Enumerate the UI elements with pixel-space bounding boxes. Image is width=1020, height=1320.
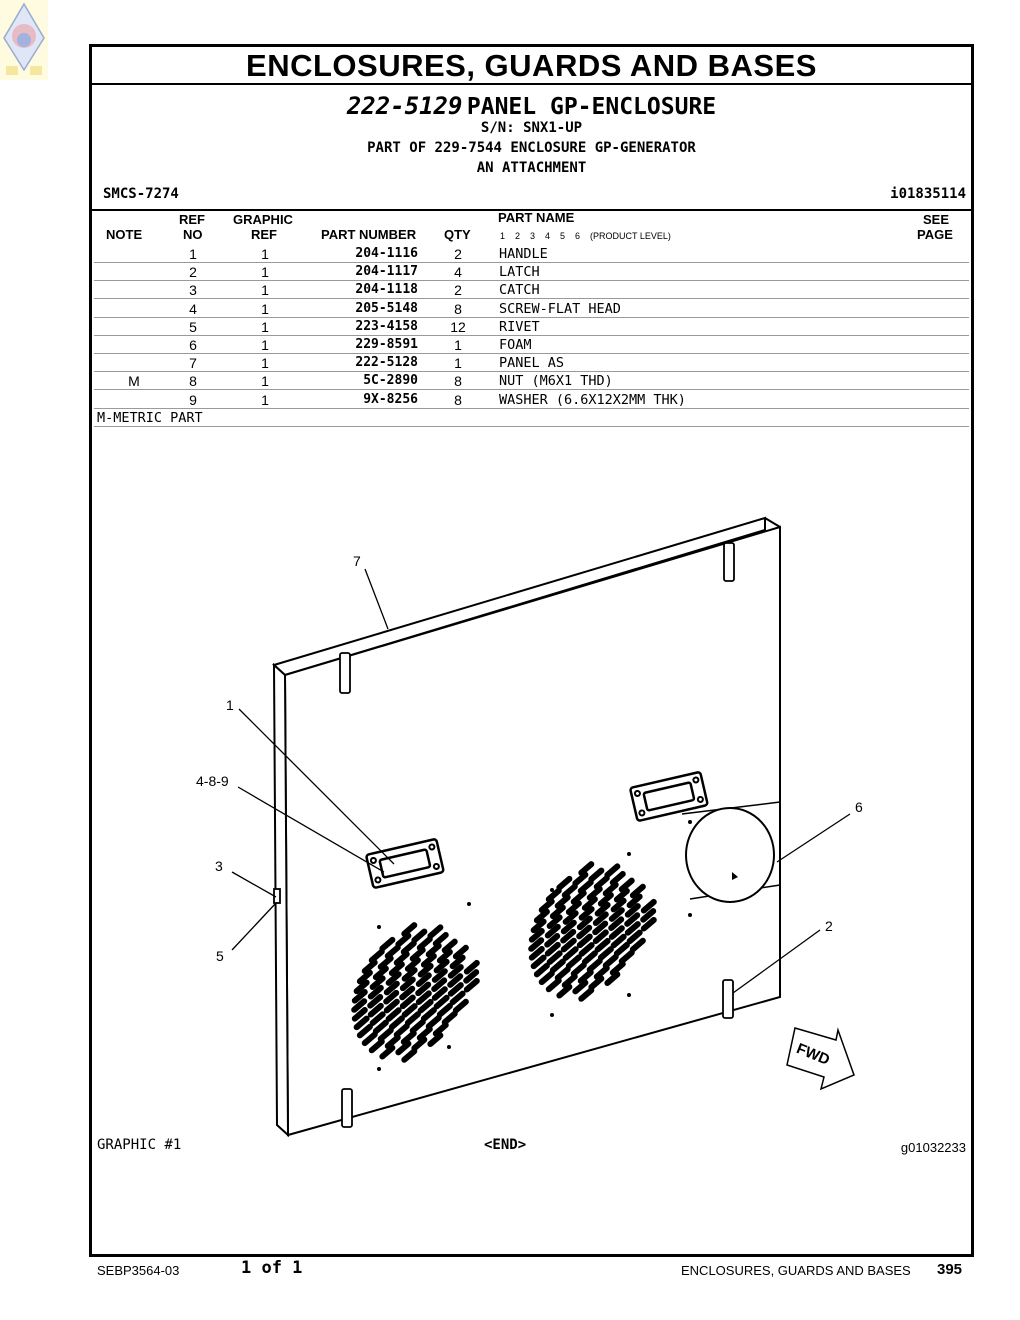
header-qty: QTY [444, 227, 471, 242]
part-name-cell: PANEL AS [499, 355, 565, 372]
graphic-id: g01032233 [900, 1140, 966, 1155]
qty-cell: 1 [454, 337, 462, 353]
footer-doc-number: SEBP3564-03 [97, 1263, 180, 1278]
graphic-ref-cell: 1 [261, 391, 269, 408]
table-top-rule [92, 209, 971, 211]
part-number-cell: 229-8591 [355, 337, 418, 352]
page-frame: ENCLOSURES, GUARDS AND BASES 222-5129 PA… [89, 44, 974, 1257]
part-of-line: PART OF 229-7544 ENCLOSURE GP-GENERATOR [367, 140, 696, 156]
qty-cell: 8 [454, 373, 462, 390]
header-see-top: SEE [923, 212, 950, 227]
header-part-number: PART NUMBER [321, 227, 417, 242]
qty-cell: 1 [454, 355, 462, 372]
callout-7: 7 [353, 553, 361, 569]
callout-4-8-9: 4-8-9 [196, 773, 229, 789]
graphic-ref-cell: 1 [261, 318, 269, 335]
serial-number: S/N: SNX1-UP [480, 120, 583, 136]
table-row-divider [94, 280, 969, 282]
note-cell: M [128, 373, 140, 390]
graphic-ref-cell: 1 [261, 264, 269, 281]
qty-cell: 2 [454, 282, 462, 299]
table-row-divider [94, 407, 969, 409]
part-name-cell: WASHER (6.6X12X2MM THK) [499, 391, 686, 408]
graphic-label: GRAPHIC #1 [97, 1137, 182, 1153]
part-number-cell: 204-1118 [355, 282, 418, 298]
part-name-cell: HANDLE [499, 246, 548, 262]
graphic-ref-cell: 1 [261, 337, 269, 353]
ref-cell: 9 [189, 391, 197, 408]
group-heading: 222-5129 PANEL GP-ENCLOSURE [92, 92, 971, 120]
logo-icon [0, 0, 48, 80]
table-row-divider [94, 334, 969, 336]
graphic-ref-cell: 1 [261, 373, 269, 390]
ref-cell: 5 [189, 318, 197, 335]
table-row-divider [94, 389, 969, 391]
header-note: NOTE [106, 227, 143, 242]
ref-cell: 7 [189, 355, 197, 372]
header-ref-top: REF [179, 212, 205, 227]
qty-cell: 8 [454, 391, 462, 408]
part-name-cell: FOAM [499, 337, 532, 353]
table-row-divider [94, 353, 969, 354]
table-row-divider [94, 262, 969, 263]
ref-cell: 1 [189, 246, 197, 262]
callout-2: 2 [825, 918, 833, 934]
attachment-line: AN ATTACHMENT [476, 160, 587, 176]
table-bottom-divider [94, 425, 969, 427]
part-number-cell: 204-1116 [355, 246, 418, 261]
qty-cell: 2 [454, 246, 462, 262]
header-part-name: PART NAME [498, 210, 575, 225]
part-number-cell: 205-5148 [355, 300, 418, 316]
part-number-cell: 204-1117 [355, 264, 418, 280]
section-title: ENCLOSURES, GUARDS AND BASES [92, 47, 971, 85]
graphic-ref-cell: 1 [261, 246, 269, 262]
part-name-cell: CATCH [499, 282, 540, 299]
part-name-cell: RIVET [499, 318, 540, 335]
ref-cell: 3 [189, 282, 197, 299]
part-name-cell: SCREW-FLAT HEAD [499, 300, 621, 317]
group-number: 222-5129 [346, 92, 463, 120]
callout-1: 1 [226, 697, 234, 713]
panel-illustration [231, 516, 855, 1138]
header-product-levels: 1 2 3 4 5 6 (PRODUCT LEVEL) [500, 231, 671, 241]
part-number-cell: 223-4158 [355, 318, 418, 334]
smcs-code: SMCS-7274 [103, 186, 179, 202]
group-name: PANEL GP-ENCLOSURE [466, 94, 717, 120]
illustration-id: i01835114 [890, 186, 966, 202]
footer-page-number: 395 [937, 1261, 963, 1278]
end-label: <END> [484, 1137, 527, 1153]
part-number-cell: 222-5128 [355, 355, 418, 371]
part-name-cell: NUT (M6X1 THD) [499, 373, 613, 390]
qty-cell: 8 [454, 300, 462, 317]
qty-cell: 4 [454, 264, 462, 281]
ref-cell: 8 [189, 373, 197, 390]
ref-cell: 6 [189, 337, 197, 353]
callout-6: 6 [855, 799, 863, 815]
footer-page-count: 1 of 1 [241, 1258, 303, 1278]
part-name-cell: LATCH [499, 264, 540, 281]
graphic-ref-cell: 1 [261, 355, 269, 372]
graphic-ref-cell: 1 [261, 282, 269, 299]
table-row-divider [94, 298, 969, 300]
footer-section: ENCLOSURES, GUARDS AND BASES [681, 1263, 911, 1278]
graphic-ref-cell: 1 [261, 300, 269, 317]
table-row-divider [94, 316, 969, 318]
header-graphic-top: GRAPHIC [233, 212, 293, 227]
header-ref-no: NO [183, 227, 203, 242]
part-number-cell: 5C-2890 [363, 373, 418, 389]
ref-cell: 4 [189, 300, 197, 317]
table-row-divider [94, 371, 969, 373]
ref-cell: 2 [189, 264, 197, 281]
metric-footnote: M-METRIC PART [97, 409, 203, 426]
header-page: PAGE [917, 227, 953, 242]
qty-cell: 12 [450, 318, 466, 335]
header-graphic-ref: REF [251, 227, 277, 242]
part-number-cell: 9X-8256 [363, 391, 418, 407]
callout-5: 5 [216, 948, 224, 964]
callout-3: 3 [215, 858, 223, 874]
